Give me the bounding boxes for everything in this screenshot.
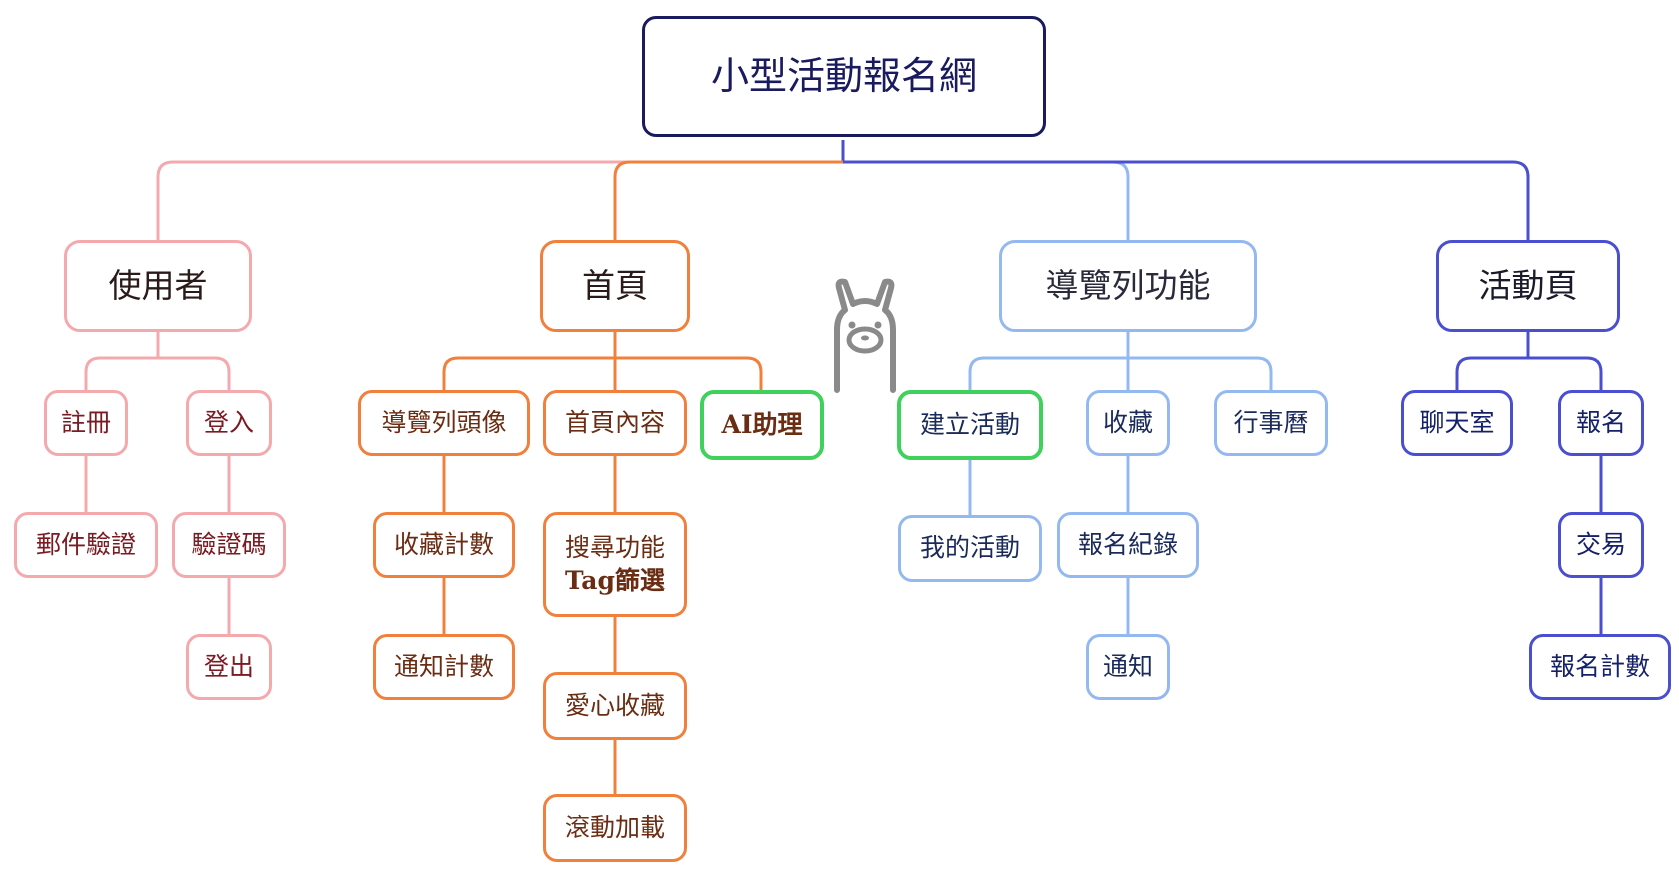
node-login: 登入	[186, 390, 272, 456]
node-favorites: 收藏	[1086, 390, 1170, 456]
node-verify-code: 驗證碼	[172, 512, 286, 578]
node-transaction: 交易	[1558, 512, 1644, 578]
node-signup: 報名	[1558, 390, 1644, 456]
node-my-events: 我的活動	[898, 515, 1042, 582]
node-create-event: 建立活動	[897, 390, 1043, 460]
node-navbar: 導覽列功能	[999, 240, 1257, 332]
node-register: 註冊	[44, 390, 128, 456]
tag-filter-label: Tag篩選	[565, 565, 665, 595]
node-ai-assistant: AI助理	[700, 390, 824, 460]
node-nav-avatar: 導覽列頭像	[358, 390, 530, 456]
node-email-verify: 郵件驗證	[14, 512, 158, 578]
search-label: 搜尋功能	[564, 533, 665, 562]
node-logout: 登出	[186, 634, 272, 700]
node-event-page: 活動頁	[1436, 240, 1620, 332]
root-node: 小型活動報名網	[642, 16, 1046, 137]
node-chatroom: 聊天室	[1401, 390, 1513, 456]
node-home-content: 首頁內容	[543, 390, 687, 456]
node-signup-count: 報名計數	[1529, 634, 1671, 700]
node-calendar: 行事曆	[1214, 390, 1328, 456]
node-heart-fav: 愛心收藏	[543, 672, 687, 740]
node-search-tag: 搜尋功能 Tag篩選	[543, 512, 687, 617]
node-notify: 通知	[1086, 634, 1170, 700]
node-home: 首頁	[540, 240, 690, 332]
node-notify-count: 通知計數	[373, 634, 515, 700]
llama-icon	[834, 278, 896, 393]
node-fav-count: 收藏計數	[373, 512, 515, 578]
node-signup-records: 報名紀錄	[1057, 512, 1199, 578]
node-user: 使用者	[64, 240, 252, 332]
node-scroll-load: 滾動加載	[543, 794, 687, 862]
